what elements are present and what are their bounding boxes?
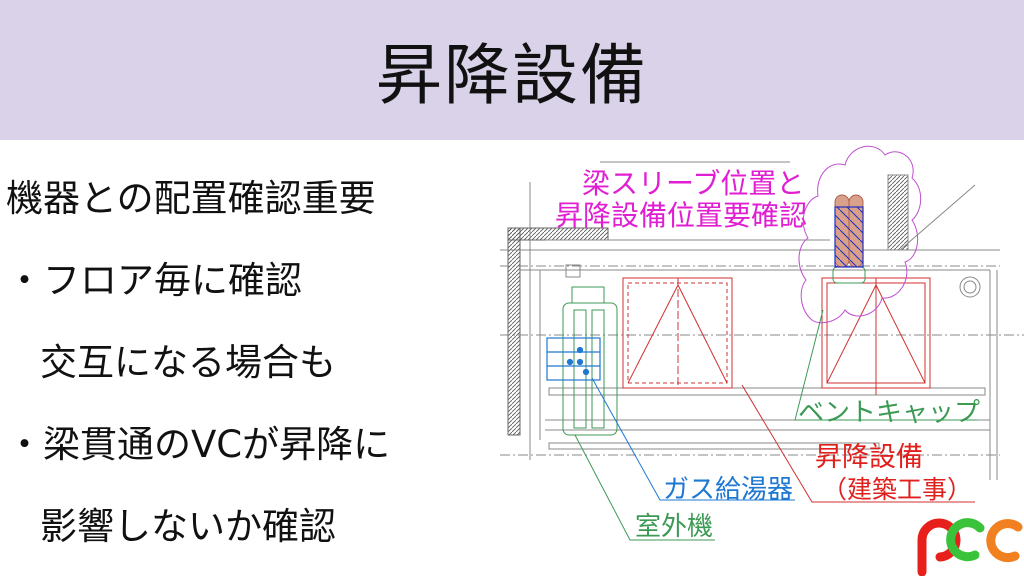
- drawing-linework: [500, 161, 1024, 480]
- outdoor-unit-label: 室外機: [635, 512, 713, 542]
- body-line-5: 影響しないか確認: [40, 505, 336, 548]
- leader-lines: [574, 309, 977, 541]
- callout-line-2: 昇降設備位置要確認: [555, 199, 807, 232]
- body-line-3: 交互になる場合も: [40, 341, 336, 384]
- vent-cap-label: ベントキャップ: [798, 398, 980, 428]
- gas-heater-label: ガス給湯器: [663, 475, 793, 505]
- sleeve-pipes: [834, 194, 864, 268]
- outdoor-unit-shape: [562, 286, 618, 436]
- callout-cloud: [798, 145, 922, 324]
- vent-cap-shape: [832, 266, 866, 284]
- callout-line-1: 梁スリーブ位置と: [582, 167, 804, 200]
- lift-equipment-note: （建築工事）: [822, 475, 972, 504]
- body-line-4: ・梁貫通のVCが昇降に: [6, 423, 391, 466]
- page-title: 昇降設備: [376, 37, 648, 114]
- gas-heater-shape: [546, 337, 601, 381]
- ppc-logo: [917, 518, 1023, 576]
- lift-equipment-shapes: [622, 277, 931, 395]
- title-band: 昇降設備: [0, 0, 1024, 140]
- body-line-1: 機器との配置確認重要: [6, 177, 376, 220]
- lift-equipment-label: 昇降設備: [815, 442, 923, 473]
- body-line-2: ・フロア毎に確認: [6, 259, 302, 302]
